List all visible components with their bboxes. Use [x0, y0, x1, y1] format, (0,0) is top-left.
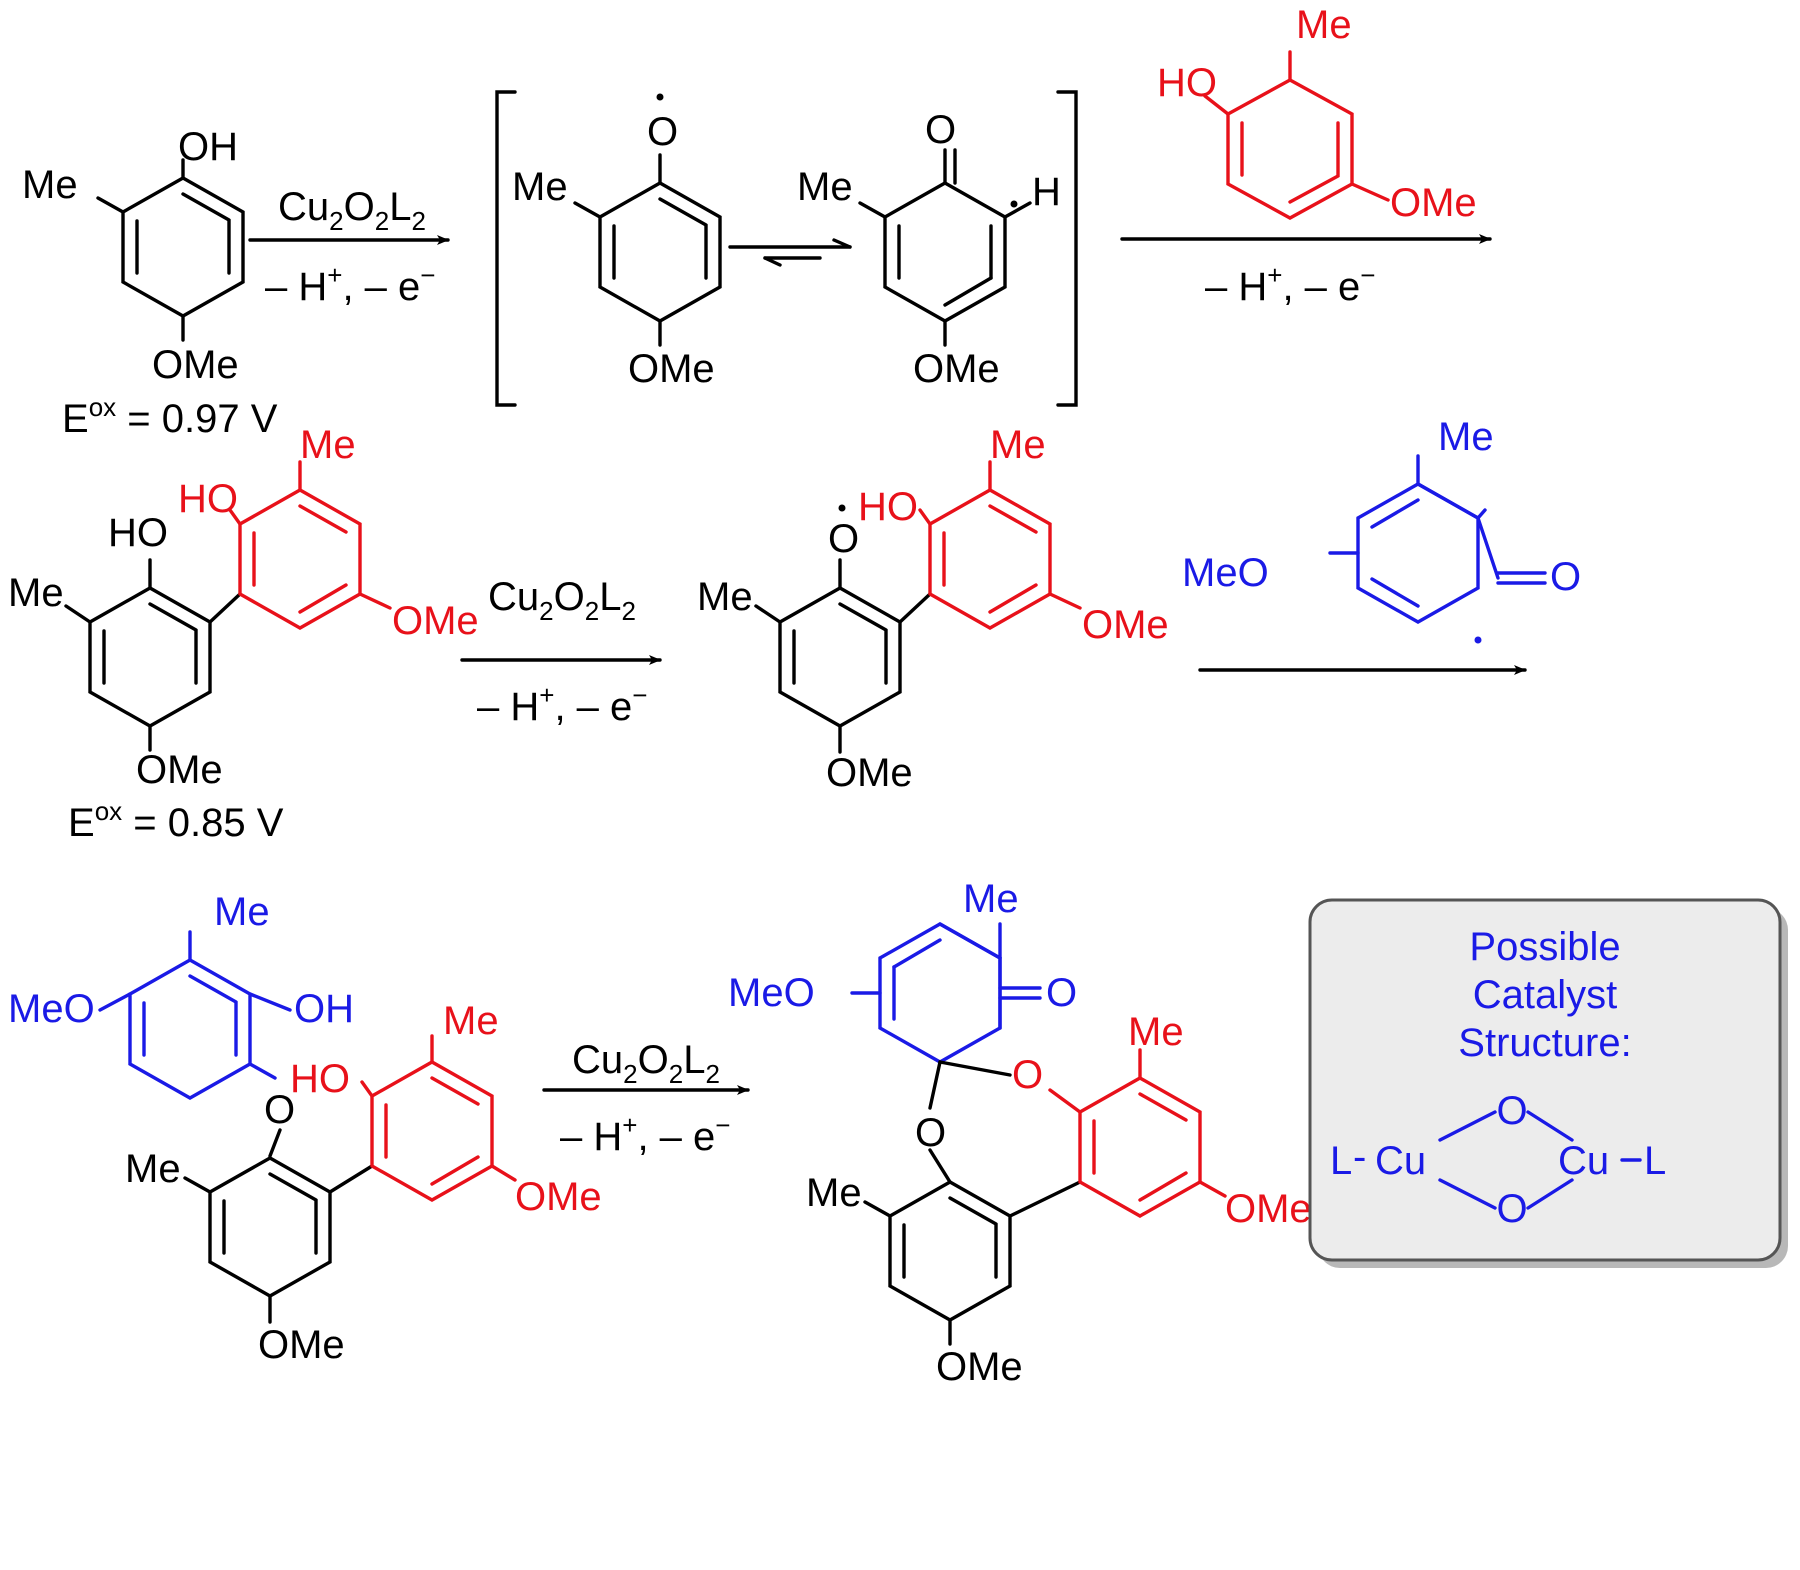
me-label: Me	[806, 1171, 862, 1215]
ome-label: OMe	[1390, 181, 1477, 225]
me-label: Me	[300, 423, 356, 467]
me-label: Me	[797, 165, 853, 209]
cu2o2-l-right: L	[1644, 1139, 1666, 1183]
ome-label: OMe	[136, 748, 223, 792]
equilibrium-arrows	[728, 238, 852, 267]
ome-label: OMe	[258, 1323, 345, 1367]
oxidation-potential-2: Eox = 0.85 V	[68, 796, 284, 845]
ho-label: HO	[178, 477, 238, 521]
spiro-product: Me MeO O O O Me OMe Me OMe	[728, 877, 1312, 1389]
box-title-line-2: Catalyst	[1473, 973, 1618, 1017]
radical-dot	[838, 504, 846, 512]
box-title-line-1: Possible	[1469, 925, 1620, 969]
biphenol: HO Me OMe HO Me OMe Eox = 0.85 V	[8, 423, 479, 845]
me-label: Me	[1296, 3, 1352, 47]
oxidation-potential-1: Eox = 0.97 V	[62, 392, 278, 441]
o-label: O	[647, 110, 678, 154]
h-label: H	[1032, 170, 1061, 214]
catalyst-label: Cu2O2L2	[572, 1038, 720, 1089]
me-label: Me	[125, 1147, 181, 1191]
biphenol-radical: O Me OMe HO Me OMe	[697, 423, 1169, 795]
ome-label: OMe	[1082, 603, 1169, 647]
me-label: Me	[512, 165, 568, 209]
ome-label: OMe	[913, 347, 1000, 391]
reaction-arrow-5: Cu2O2L2 – H+, – e−	[542, 1038, 750, 1159]
meo-label: MeO	[8, 987, 95, 1031]
box-title-line-3: Structure:	[1458, 1021, 1631, 1065]
o-label: O	[828, 517, 859, 561]
reaction-arrow-2: – H+, – e−	[1120, 234, 1492, 309]
o-label: O	[1046, 971, 1077, 1015]
o-label: O	[1012, 1053, 1043, 1097]
catalyst-label: Cu2O2L2	[278, 185, 426, 236]
cu2o2-o-bottom: O	[1496, 1187, 1527, 1231]
me-label: Me	[443, 999, 499, 1043]
o-label: O	[264, 1088, 295, 1132]
loss-label: – H+, – e−	[477, 680, 647, 729]
ome-label: OMe	[826, 751, 913, 795]
me-label: Me	[1128, 1010, 1184, 1054]
ho-label: HO	[290, 1057, 350, 1101]
cu2o2-cu-left: Cu	[1375, 1139, 1426, 1183]
me-label: Me	[8, 571, 64, 615]
me-label: Me	[22, 163, 78, 207]
radical-dot	[1010, 200, 1018, 208]
radical-dot	[1474, 636, 1482, 644]
loss-label: – H+, – e−	[265, 260, 435, 309]
ome-label: OMe	[392, 599, 479, 643]
ome-label: OMe	[152, 343, 239, 387]
me-label: Me	[1438, 415, 1494, 459]
o-label: O	[915, 1111, 946, 1155]
me-label: Me	[963, 877, 1019, 921]
ome-label: OMe	[515, 1175, 602, 1219]
oh-label: OH	[178, 125, 238, 169]
loss-label: – H+, – e−	[1205, 260, 1375, 309]
cu2o2-cu-right: Cu	[1558, 1139, 1609, 1183]
radical-dot	[656, 93, 664, 101]
ome-label: OMe	[628, 347, 715, 391]
ome-label: OMe	[1225, 1187, 1312, 1231]
cu2o2-l-left: L	[1330, 1139, 1352, 1183]
reaction-arrow-1: Cu2O2L2 – H+, – e−	[248, 185, 450, 309]
catalyst-label: Cu2O2L2	[488, 575, 636, 626]
ho-label: HO	[108, 511, 168, 555]
o-label: O	[925, 108, 956, 152]
blue-dienone-radical: Me MeO O	[1182, 415, 1581, 644]
red-phenol: Me HO OMe	[1157, 3, 1477, 225]
reaction-arrow-3: Cu2O2L2 – H+, – e−	[460, 575, 662, 729]
me-label: Me	[990, 423, 1046, 467]
meo-label: MeO	[728, 971, 815, 1015]
oh-label: OH	[294, 987, 354, 1031]
meo-label: MeO	[1182, 551, 1269, 595]
dienone-radical: O H Me OMe	[797, 108, 1061, 391]
ome-label: OMe	[936, 1345, 1023, 1389]
intermediate-bracket	[495, 90, 1078, 407]
diaryl-ether-product: Me MeO OH O Me OMe HO Me OMe	[8, 890, 602, 1367]
phenoxyl-radical: O Me OMe	[512, 93, 722, 391]
loss-label: – H+, – e−	[560, 1110, 730, 1159]
start-phenol: OH Me OMe Eox = 0.97 V	[22, 125, 278, 441]
ho-label: HO	[1157, 61, 1217, 105]
me-label: Me	[214, 890, 270, 934]
me-label: Me	[697, 575, 753, 619]
cu2o2-o-top: O	[1496, 1089, 1527, 1133]
ho-label: HO	[858, 485, 918, 529]
o-label: O	[1550, 555, 1581, 599]
catalyst-structure-box: Possible Catalyst Structure: O O L - Cu …	[1308, 898, 1788, 1268]
cu2o2-dash-left: -	[1353, 1135, 1366, 1179]
